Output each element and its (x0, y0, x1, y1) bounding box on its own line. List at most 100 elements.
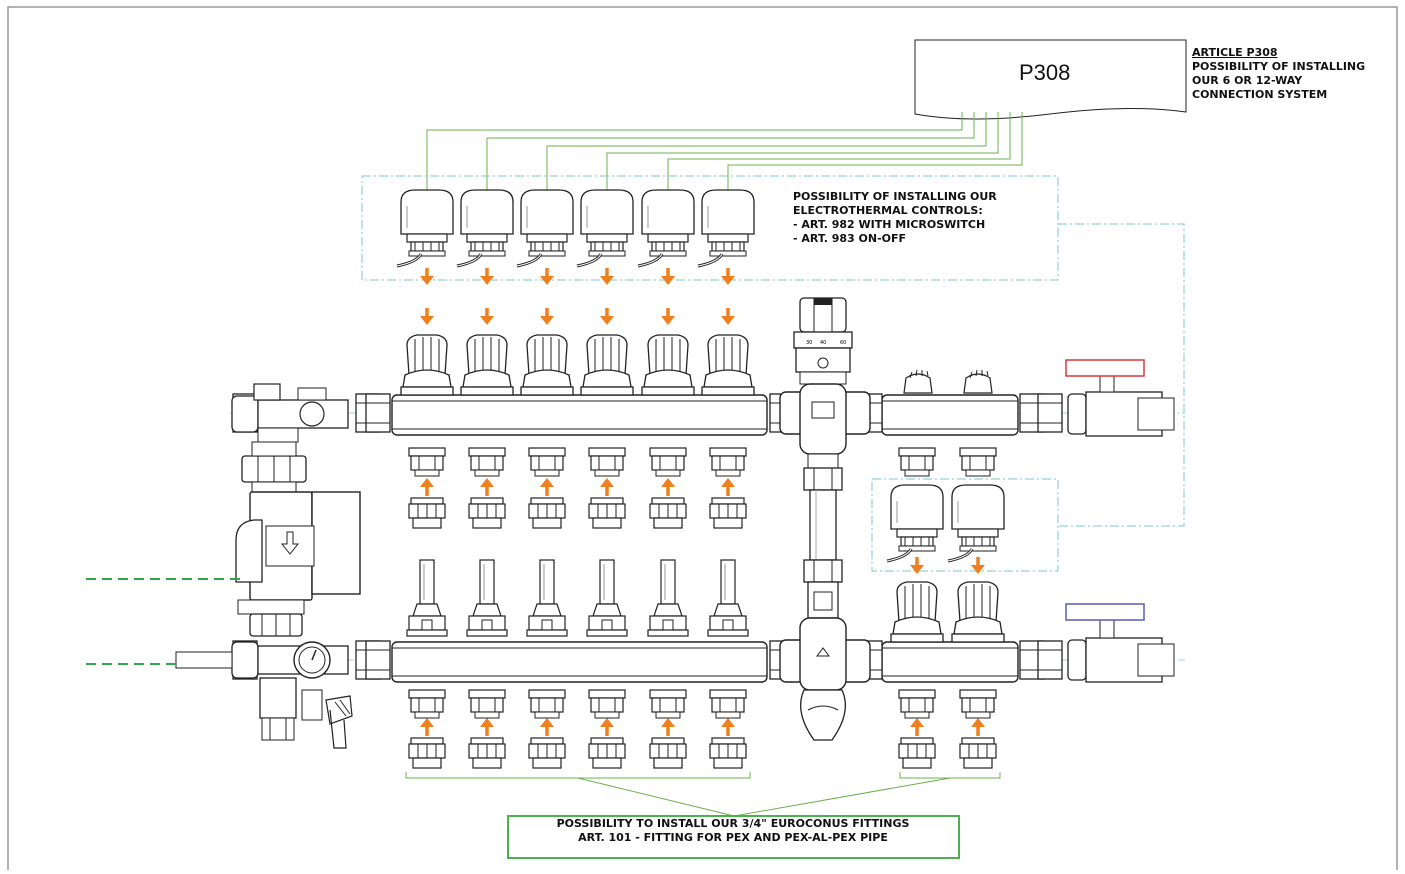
return-outlet-3 (528, 689, 566, 719)
valve-knob-6 (701, 334, 755, 396)
nut-8 (365, 640, 391, 680)
arrow-down-knob-1 (418, 306, 436, 327)
fittings-box (507, 815, 960, 859)
actuator-4 (575, 188, 635, 268)
arrow-down-knob-6 (719, 306, 737, 327)
page-frame (7, 6, 1398, 874)
valve-knob-5 (641, 334, 695, 396)
fittings-note-line-1: POSSIBILITY TO INSTALL OUR 3/4" EUROCONU… (556, 817, 910, 830)
valve-knob-2 (460, 334, 514, 396)
return-outlet-right-2 (959, 689, 997, 719)
arrow-up-supply-2 (478, 476, 496, 498)
flowmeter-2 (466, 559, 508, 637)
arrow-down-actuator-1 (418, 266, 436, 287)
supply-outlet-5 (649, 447, 687, 477)
fittings-note-line-2: ART. 101 - FITTING FOR PEX AND PEX-AL-PE… (578, 831, 888, 844)
nut-2 (365, 393, 391, 433)
arrow-up-supply-4 (598, 476, 616, 498)
article-note-line-1: POSSIBILITY OF INSTALLING (1192, 60, 1366, 73)
arrow-up-return-3 (538, 716, 556, 738)
pump-group (175, 383, 361, 749)
flowmeters (406, 559, 749, 637)
arrow-down-actuator-2 (478, 266, 496, 287)
valve-knob-1 (400, 334, 454, 396)
return-outlet-2 (468, 689, 506, 719)
arrow-down-knob-3 (538, 306, 556, 327)
return-manifold (175, 641, 1185, 683)
return-fitting-6 (709, 737, 747, 769)
supply-outlet-right-1 (898, 447, 936, 477)
right-actuator-2 (946, 483, 1006, 563)
flowmeter-5 (647, 559, 689, 637)
supply-outlet-right-2 (959, 447, 997, 477)
scale-30: 30 (806, 340, 812, 346)
nut-12 (1037, 640, 1063, 680)
right-fitting-1 (898, 737, 936, 769)
valve-knob-3 (520, 334, 574, 396)
nut-6 (1037, 393, 1063, 433)
flowmeter-1 (406, 559, 448, 637)
supply-manifold (230, 394, 1185, 436)
return-fitting-2 (468, 737, 506, 769)
actuator-6 (696, 188, 756, 268)
arrow-down-knob-4 (598, 306, 616, 327)
supply-fitting-2 (468, 497, 506, 529)
supply-outlet-3 (528, 447, 566, 477)
air-vent-caps (903, 369, 993, 394)
return-fitting-4 (588, 737, 626, 769)
flowmeter-4 (586, 559, 628, 637)
flowmeter-6 (707, 559, 749, 637)
return-outlet-5 (649, 689, 687, 719)
fittings-bracket (405, 772, 1001, 817)
return-fitting-1 (408, 737, 446, 769)
article-note-line-2: OUR 6 OR 12-WAY (1192, 74, 1303, 87)
valve-knob-4 (580, 334, 634, 396)
pipe-lines (86, 578, 240, 665)
supply-fitting-6 (709, 497, 747, 529)
ball-valves (1065, 359, 1175, 683)
return-fitting-3 (528, 737, 566, 769)
arrow-down-actuator-5 (659, 266, 677, 287)
arrow-up-supply-3 (538, 476, 556, 498)
arrow-up-return-2 (478, 716, 496, 738)
arrow-down-actuator-6 (719, 266, 737, 287)
supply-outlet-1 (408, 447, 446, 477)
arrow-up-right-1 (908, 716, 926, 738)
right-actuators (885, 483, 1006, 563)
arrow-down-knob-5 (659, 306, 677, 327)
arrow-up-right-2 (969, 716, 987, 738)
arrow-up-return-6 (719, 716, 737, 738)
arrow-up-supply-5 (659, 476, 677, 498)
supply-fitting-1 (408, 497, 446, 529)
return-outlet-6 (709, 689, 747, 719)
supply-outlet-6 (709, 447, 747, 477)
right-fitting-2 (959, 737, 997, 769)
fittings-note: POSSIBILITY TO INSTALL OUR 3/4" EUROCONU… (508, 817, 958, 845)
arrow-up-supply-6 (719, 476, 737, 498)
return-outlet-1 (408, 689, 446, 719)
arrow-up-return-1 (418, 716, 436, 738)
supply-fitting-4 (588, 497, 626, 529)
arrow-up-return-4 (598, 716, 616, 738)
electrothermal-note-line-1: POSSIBILITY OF INSTALLING OUR (793, 190, 997, 203)
article-note-line-3: CONNECTION SYSTEM (1192, 88, 1328, 101)
electrothermal-note-line-3: - ART. 982 WITH MICROSWITCH (793, 218, 986, 231)
actuator-frames (361, 175, 1185, 572)
electrothermal-actuators (395, 188, 756, 268)
actuator-5 (636, 188, 696, 268)
scale-40: 40 (820, 340, 826, 346)
controller-model-label: P308 (1019, 60, 1071, 85)
electrothermal-note-line-2: ELECTROTHERMAL CONTROLS: (793, 204, 983, 217)
controller-box (914, 39, 1187, 120)
arrow-down-actuator-4 (598, 266, 616, 287)
red-handle (1065, 359, 1145, 377)
control-wires (426, 112, 1023, 196)
article-note: ARTICLE P308 POSSIBILITY OF INSTALLING O… (1192, 46, 1365, 102)
article-note-title: ARTICLE P308 (1192, 46, 1278, 59)
supply-outlet-4 (588, 447, 626, 477)
right-actuator-1 (885, 483, 945, 563)
blue-handle (1065, 603, 1145, 621)
return-outlet-right-1 (898, 689, 936, 719)
